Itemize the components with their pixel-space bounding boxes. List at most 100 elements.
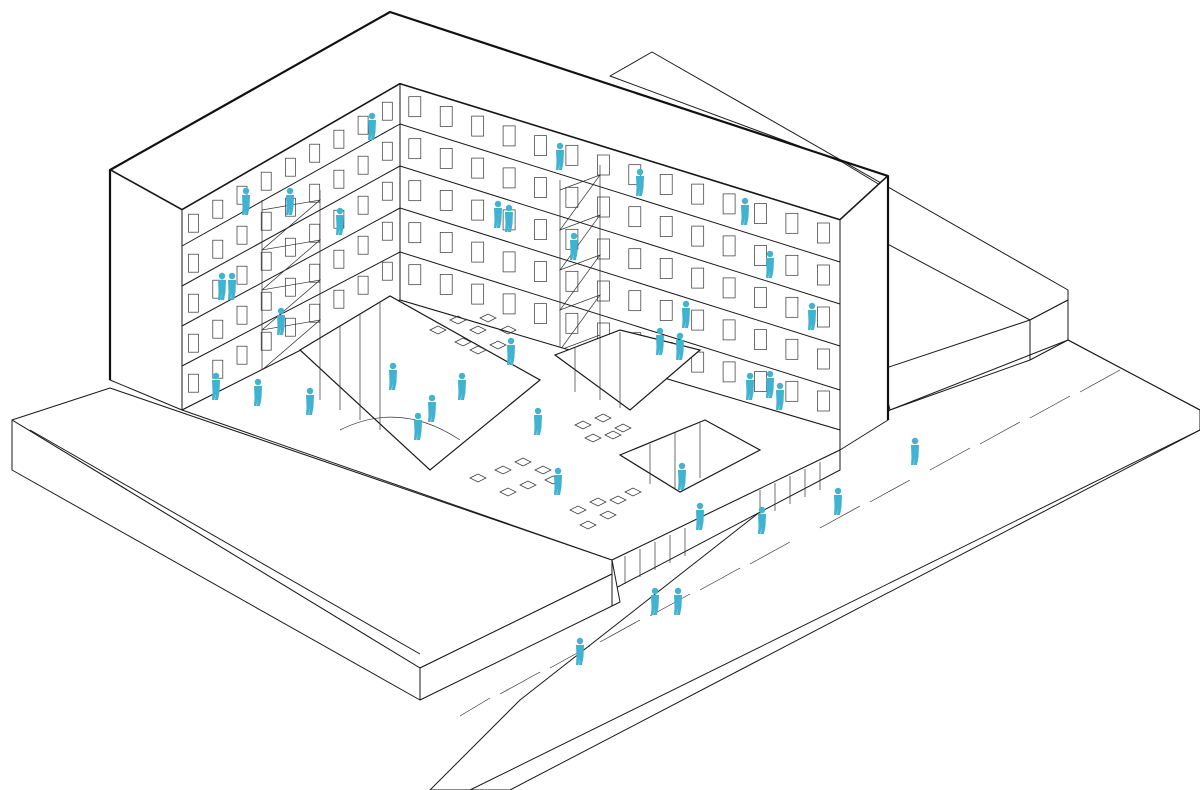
person-figure — [834, 487, 842, 515]
window — [722, 193, 736, 215]
person-figure — [746, 372, 754, 400]
window — [236, 305, 248, 325]
window — [439, 190, 453, 211]
window — [439, 232, 453, 253]
window — [817, 222, 830, 244]
window — [333, 169, 345, 189]
stair-tower-right — [559, 165, 601, 360]
window — [471, 199, 485, 221]
seating-pad — [514, 457, 532, 467]
window — [333, 289, 345, 309]
window — [817, 306, 830, 328]
window — [691, 309, 705, 331]
window — [285, 237, 296, 257]
window — [381, 261, 393, 281]
window — [285, 277, 296, 297]
window — [381, 181, 393, 201]
person-figure — [636, 168, 644, 196]
window — [260, 331, 272, 351]
seating-pad — [469, 325, 487, 335]
person-figure — [758, 506, 766, 534]
window — [597, 154, 610, 176]
seating-pad — [489, 340, 507, 350]
window — [722, 235, 736, 257]
window — [659, 174, 673, 195]
window — [408, 264, 422, 286]
seating-pad — [469, 345, 487, 355]
window — [565, 144, 579, 166]
window — [285, 157, 296, 177]
seating-pad — [429, 325, 447, 335]
window — [381, 101, 393, 121]
window — [534, 261, 547, 282]
seating-pad — [609, 495, 627, 505]
person-figure — [306, 387, 314, 415]
window — [357, 195, 369, 215]
sunken-court-left — [299, 295, 542, 471]
window — [439, 274, 453, 295]
person-figure — [218, 272, 226, 300]
window — [236, 265, 248, 285]
person-figure — [696, 502, 704, 530]
person-figure — [741, 197, 749, 225]
window — [439, 106, 453, 127]
window — [785, 296, 799, 318]
person-figure — [534, 407, 542, 435]
window — [471, 283, 485, 305]
seating-pad — [594, 413, 612, 423]
person-figure — [212, 372, 220, 400]
window — [534, 219, 547, 240]
window — [236, 345, 248, 365]
seating-pad — [494, 465, 512, 475]
window — [691, 225, 705, 247]
person-figure — [389, 362, 397, 390]
window — [534, 135, 547, 156]
window — [565, 186, 579, 208]
person-figure — [507, 337, 515, 365]
person-figure — [254, 378, 262, 406]
person-figure — [576, 637, 584, 665]
window — [534, 177, 547, 198]
seating-pad — [499, 325, 517, 335]
sidewalk-right — [429, 339, 1200, 790]
window — [357, 235, 369, 255]
window — [333, 129, 345, 149]
window — [691, 267, 705, 289]
seating-pad — [469, 473, 487, 483]
window — [754, 245, 767, 266]
person-figure — [678, 462, 686, 490]
window — [502, 251, 516, 273]
person-figure — [368, 112, 376, 140]
person-figure — [228, 272, 236, 300]
window — [439, 148, 453, 169]
window — [471, 157, 485, 179]
person-figure — [286, 187, 294, 215]
window — [471, 241, 485, 263]
window — [188, 373, 199, 393]
main-building — [108, 10, 890, 607]
seating-pad — [519, 480, 537, 490]
window — [408, 180, 422, 202]
seating-pad — [614, 423, 632, 433]
window — [357, 275, 369, 295]
person-figure — [494, 200, 502, 228]
window — [188, 293, 199, 313]
person-figure — [776, 382, 784, 410]
seating-pad — [599, 510, 617, 520]
seating-pad — [574, 420, 592, 430]
window — [754, 287, 767, 308]
window — [408, 138, 422, 160]
person-figure — [808, 302, 816, 330]
window — [722, 277, 736, 299]
window — [408, 222, 422, 244]
seating-pad — [589, 497, 607, 507]
window — [754, 203, 767, 224]
window — [381, 221, 393, 241]
sunken-court-centre — [553, 329, 702, 411]
window — [285, 317, 296, 337]
window — [785, 380, 799, 402]
seating-pad — [534, 465, 552, 475]
window — [597, 238, 610, 260]
window — [628, 290, 642, 312]
window — [502, 167, 516, 189]
